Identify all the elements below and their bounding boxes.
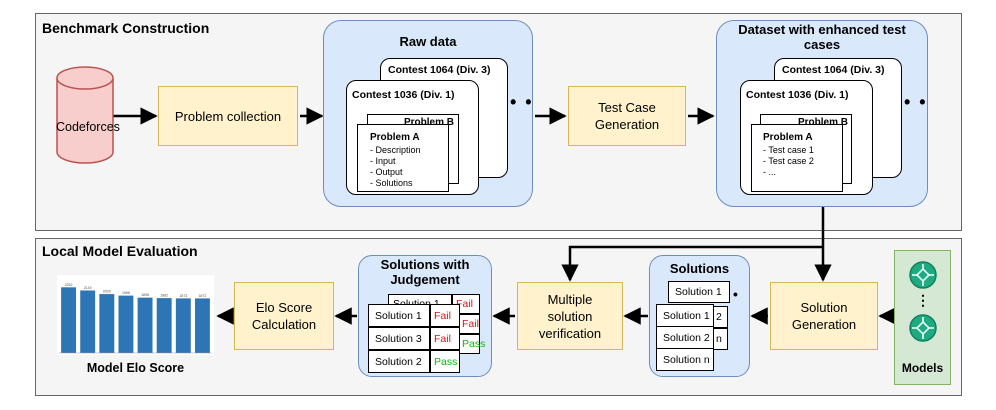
solution-partial: n [712, 328, 728, 350]
elo-bar-value-label: 1873 [179, 294, 187, 298]
elo-bar [137, 297, 153, 353]
elo-bar [80, 290, 96, 353]
solution-item: Solution 2 [656, 326, 714, 349]
problem-a-line: - Output [370, 167, 403, 177]
enhanced-problem-a-line: - ... [763, 167, 776, 177]
arrow-to-verification [561, 245, 823, 282]
solution-partial: 2 [712, 306, 728, 328]
benchmark-construction-title: Benchmark Construction [42, 20, 210, 36]
elo-bar-value-label: 1882 [160, 294, 168, 298]
solution-item: Solution 1 [656, 304, 714, 327]
problem-a-lines: - Description - Input - Output - Solutio… [370, 145, 421, 189]
models-ellipsis: ⋮ [916, 292, 930, 308]
problem-a-doc [357, 124, 449, 192]
elo-bar-value-label: 2252 [65, 283, 73, 287]
enhanced-ellipsis: • • [904, 92, 928, 112]
enhanced-dataset-title: Dataset with enhanced test cases [738, 22, 906, 52]
judgement-solution: Solution 2 [368, 350, 430, 373]
enhanced-problem-a-title: Problem A [763, 132, 813, 143]
contest-title-back: Contest 1064 (Div. 3) [388, 64, 491, 76]
problem-a-line: - Input [370, 156, 396, 166]
elo-bar [99, 294, 115, 353]
brain-chip-icon [909, 261, 937, 289]
enhanced-problem-b-title: Problem B [798, 117, 849, 128]
solutions-title: Solutions [669, 261, 730, 276]
elo-bar-value-label: 2144 [84, 286, 92, 290]
elo-chart-label: Model Elo Score [86, 361, 185, 375]
elo-chart-svg: 2252 2144 2020 1968 1898 1882 1873 1872 [59, 283, 212, 354]
judgement-verdict: Fail [430, 304, 460, 327]
judgement-solution: Solution 3 [368, 327, 430, 350]
enhanced-contest-title-front: Contest 1036 (Div. 1) [746, 89, 849, 101]
multiple-solution-verification-box: Multiple solution verification [517, 282, 623, 350]
test-case-generation-box: Test Case Generation [568, 86, 686, 146]
enhanced-problem-a-line: - Test case 1 [763, 145, 814, 155]
codeforces-label: Codeforces [56, 120, 120, 134]
judgement-verdict: Fail [430, 327, 460, 350]
elo-bar [118, 295, 134, 353]
local-model-evaluation-title: Local Model Evaluation [42, 243, 198, 259]
raw-data-title: Raw data [399, 34, 457, 49]
solution-item: Solution n [656, 348, 714, 371]
judgement-verdict: Pass [430, 350, 460, 373]
elo-chart: 2252 2144 2020 1968 1898 1882 1873 1872 [57, 275, 214, 355]
elo-bar-value-label: 1898 [141, 293, 149, 297]
problem-a-line: - Description [370, 145, 421, 155]
brain-chip-icon [909, 314, 937, 342]
problem-a-title: Problem A [370, 132, 420, 143]
enhanced-problem-a-lines: - Test case 1 - Test case 2 - ... [763, 145, 814, 178]
enhanced-problem-a-line: - Test case 2 [763, 156, 814, 166]
elo-bar [61, 287, 77, 353]
enhanced-problem-a-doc [751, 124, 843, 192]
cylinder-icon [56, 66, 114, 164]
models-label: Models [901, 361, 944, 375]
judgement-solution: Solution 1 [368, 304, 430, 327]
problem-a-line: - Solutions [370, 178, 413, 188]
problem-b-title: Problem B [404, 117, 455, 128]
raw-data-ellipsis: • • [510, 92, 534, 112]
solutions-ellipsis: • [733, 286, 740, 302]
problem-collection-box: Problem collection [158, 86, 298, 146]
elo-bar-value-label: 1872 [198, 294, 206, 298]
solution-item: Solution 1 [668, 281, 730, 303]
elo-bar [175, 298, 191, 353]
elo-bar [156, 298, 172, 353]
contest-title-front: Contest 1036 (Div. 1) [352, 89, 455, 101]
elo-score-calculation-box: Elo Score Calculation [234, 282, 334, 350]
solution-generation-box: Solution Generation [770, 282, 878, 350]
elo-bar-value-label: 1968 [122, 291, 130, 295]
judgement-back-verdict: Pass [458, 334, 485, 354]
elo-bar-value-label: 2020 [103, 290, 111, 294]
enhanced-contest-title-back: Contest 1064 (Div. 3) [782, 64, 885, 76]
judgement-title: Solutions with Judgement [380, 257, 470, 287]
judgement-back-verdict: Fail [458, 314, 480, 334]
elo-bar [194, 298, 210, 353]
